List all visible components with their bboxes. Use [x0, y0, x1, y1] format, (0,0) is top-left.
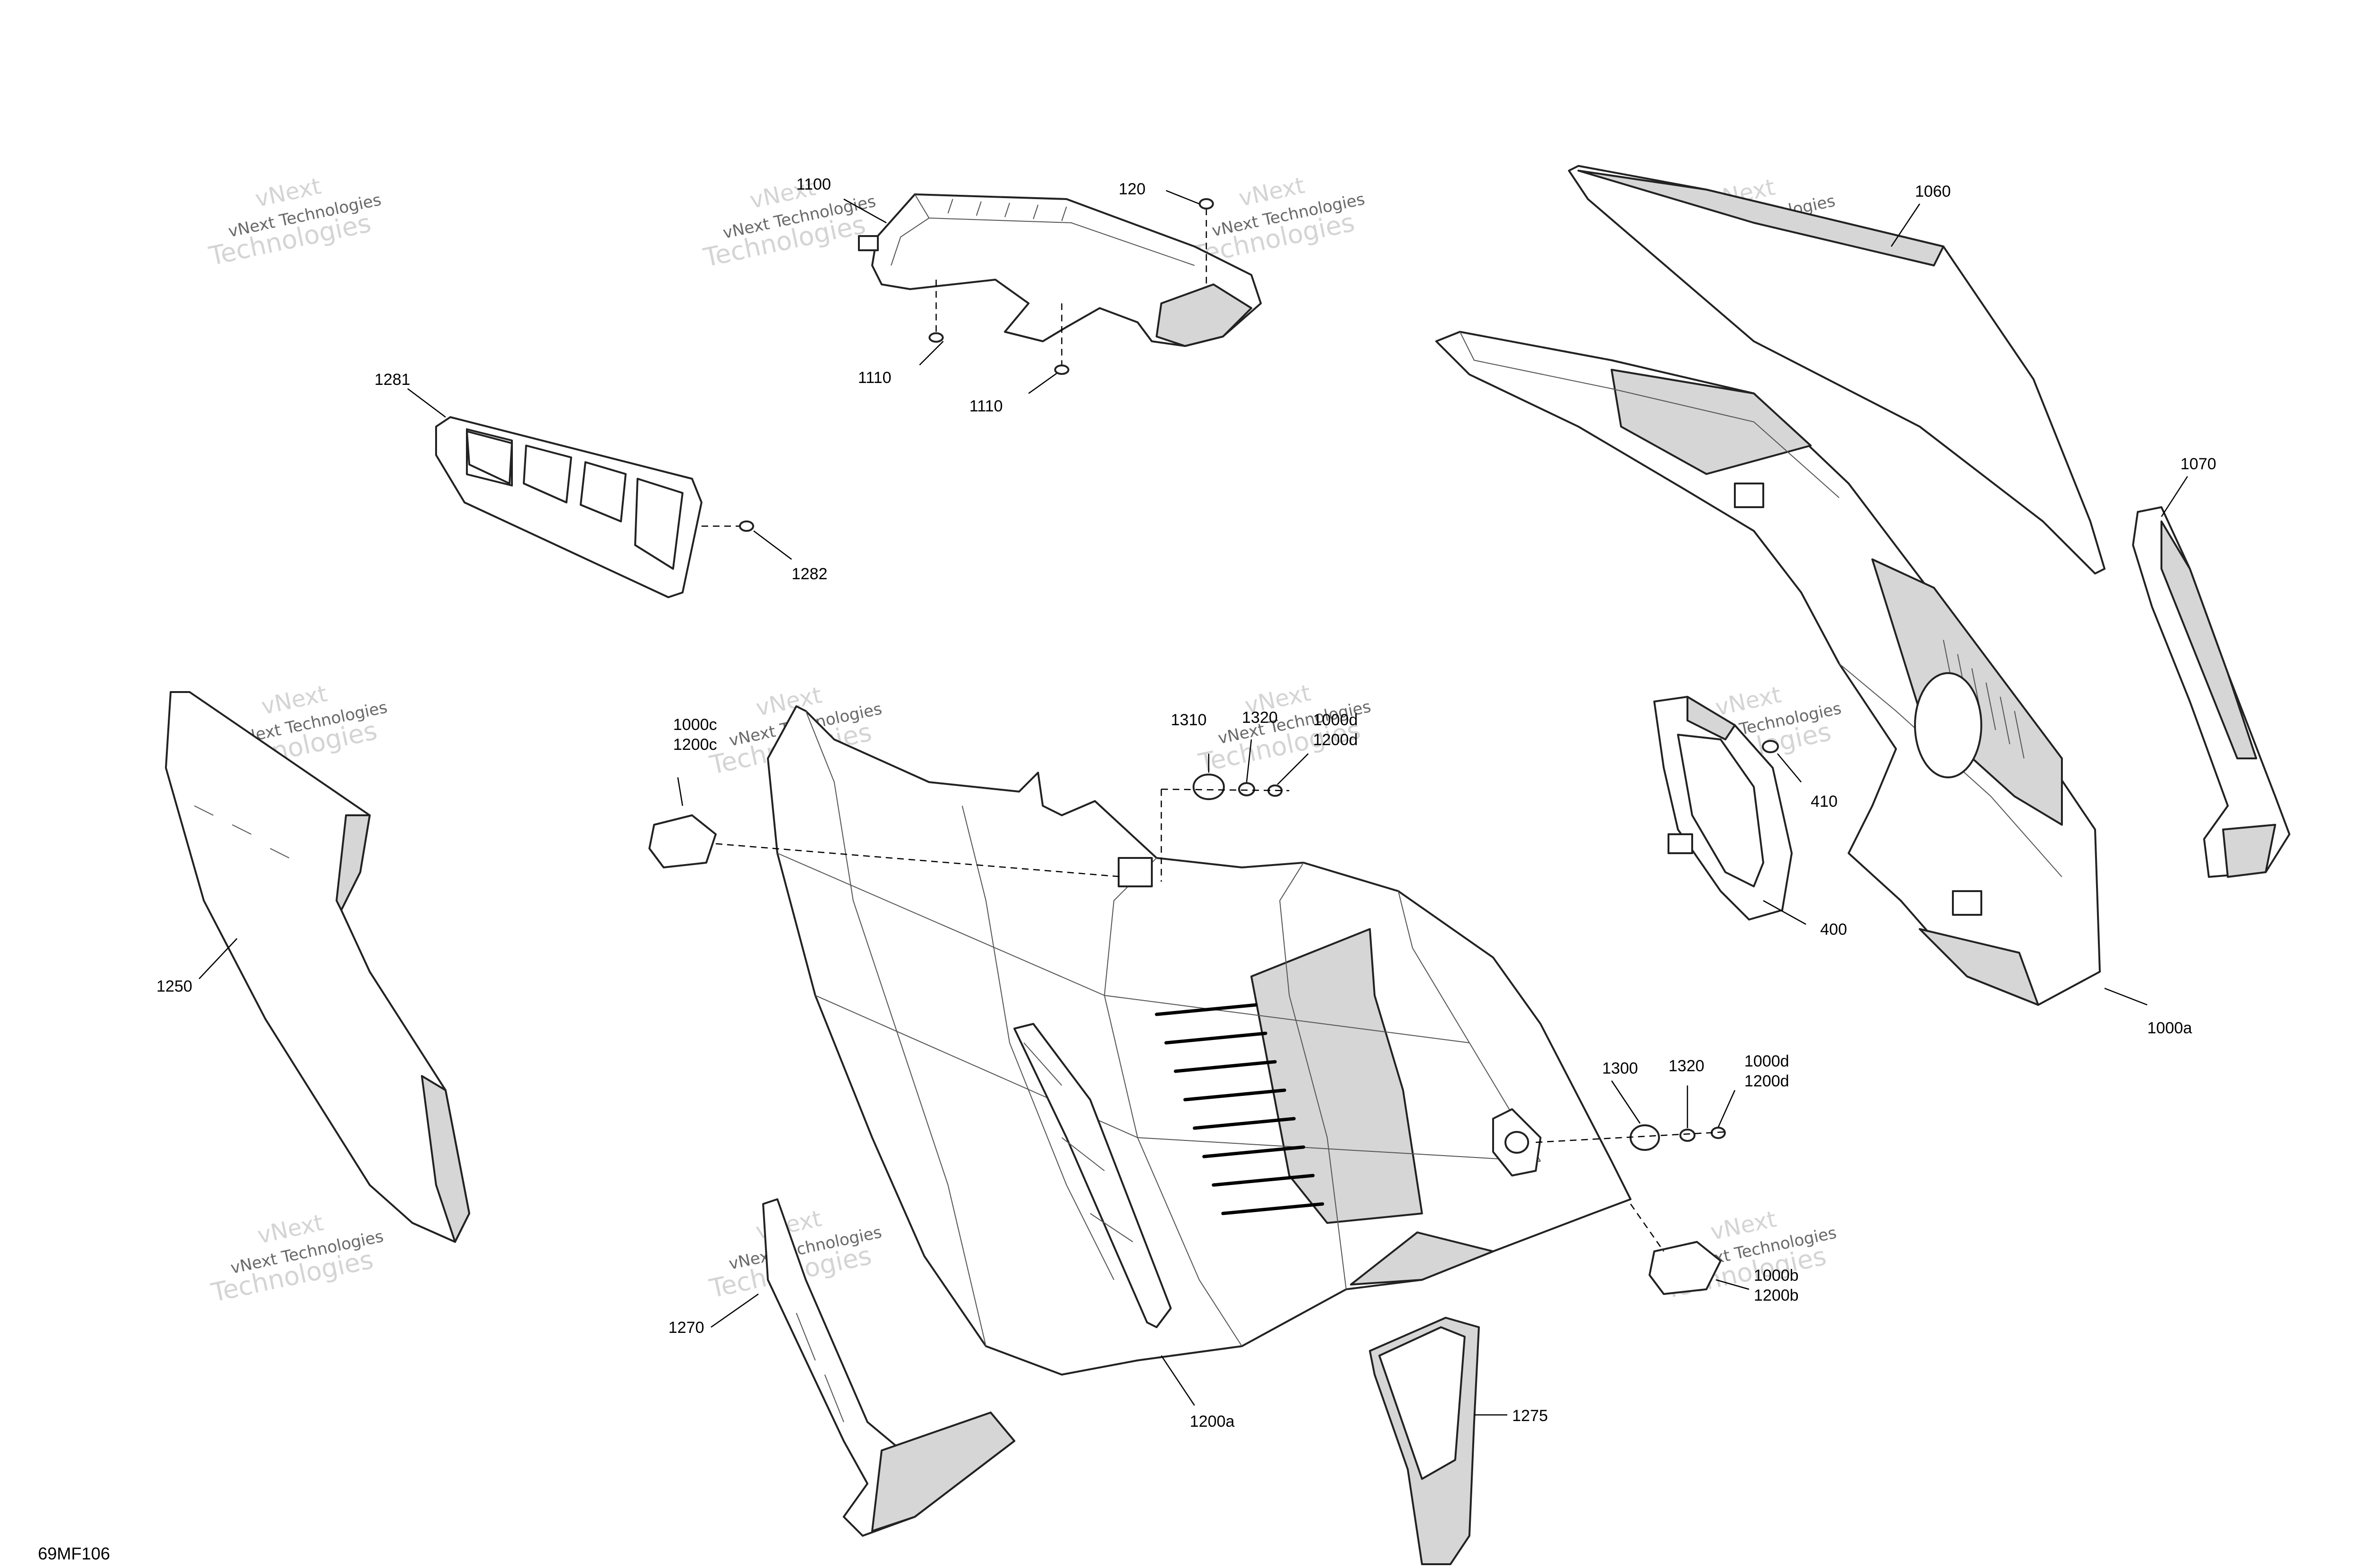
part-1000a-front-fairing	[1435, 331, 2101, 1006]
leader-lines-1000c	[677, 777, 1124, 878]
callout-1200c: 1200c	[673, 736, 717, 754]
part-1270-bracket	[762, 1198, 1015, 1537]
callout-1200a: 1200a	[1190, 1413, 1235, 1431]
callout-120: 120	[1119, 180, 1146, 198]
callout-400: 400	[1820, 921, 1847, 939]
callout-1320-b: 1320	[1668, 1057, 1705, 1075]
callout-1000d-a: 1000d	[1313, 711, 1358, 729]
callout-1282: 1282	[792, 565, 828, 583]
fastener-120	[1199, 198, 1214, 210]
callout-1200d-a: 1200d	[1313, 731, 1358, 749]
part-1310-grommet	[1193, 774, 1225, 800]
leader-lines-1000b	[1630, 1203, 1750, 1290]
part-1281-grille	[435, 416, 754, 598]
callout-1300: 1300	[1602, 1059, 1638, 1077]
watermark: vNext vNext Technologies Technologies	[208, 1209, 385, 1308]
callout-1320-a: 1320	[1242, 709, 1278, 727]
leader-lines-400-410	[1763, 753, 1806, 925]
callout-1281: 1281	[374, 371, 410, 389]
callout-410: 410	[1811, 793, 1838, 811]
callout-1000c: 1000c	[673, 716, 717, 734]
part-1100-console	[858, 193, 1262, 347]
leader-lines-1200a	[1160, 1355, 1195, 1406]
leader-lines-1000a	[2104, 987, 2148, 1006]
part-1060-windshield	[1568, 165, 2106, 574]
callout-1000d-b: 1000d	[1744, 1052, 1789, 1070]
leader-lines-1310	[1160, 739, 1309, 882]
leader-lines-1060	[1890, 203, 1921, 247]
figure-code: 69MF106	[38, 1544, 110, 1563]
part-400-headlight-frame	[1653, 696, 1793, 921]
leader-lines-1100	[843, 190, 1207, 394]
part-1070-side-panel	[2132, 506, 2290, 878]
callout-labels: 1100 120 1110 1110 1060 1281 1282 1070 1…	[156, 175, 2216, 1431]
part-1320-washer	[1238, 782, 1255, 796]
fastener-1110-a	[929, 332, 944, 343]
watermark: vNext vNext Technologies Technologies	[701, 174, 877, 273]
leader-lines-1070	[2160, 476, 2188, 517]
part-1250-left-panel	[165, 691, 470, 1243]
part-1200a-side-body	[767, 705, 1632, 1376]
part-1300-grommet	[1630, 1124, 1660, 1151]
callout-1000a: 1000a	[2147, 1019, 2192, 1037]
callout-1270: 1270	[668, 1319, 704, 1337]
callout-1250: 1250	[156, 977, 192, 995]
part-1000b-reflector	[1649, 1241, 1722, 1295]
callout-1200b: 1200b	[1754, 1286, 1799, 1304]
leader-lines-1250	[199, 938, 237, 979]
callout-1110-a: 1110	[858, 369, 892, 387]
leader-lines-1281	[407, 388, 792, 560]
leader-lines-1270	[711, 1293, 759, 1328]
callout-1310: 1310	[1171, 711, 1207, 729]
leader-lines-1300	[1535, 1080, 1736, 1143]
callout-1275: 1275	[1512, 1407, 1548, 1425]
callout-1070: 1070	[2180, 455, 2216, 473]
part-1275-panel	[1369, 1317, 1480, 1565]
watermark: vNext vNext Technologies Technologies	[206, 173, 383, 272]
part-1000c-reflector	[648, 814, 717, 868]
callout-1060: 1060	[1915, 182, 1951, 201]
callout-1000b: 1000b	[1754, 1267, 1799, 1285]
fastener-1110-b	[1054, 365, 1069, 375]
callout-1200d-b: 1200d	[1744, 1072, 1789, 1090]
callout-1110-b: 1110	[969, 397, 1003, 415]
callout-1100: 1100	[796, 175, 831, 193]
part-1320-washer-b	[1679, 1129, 1695, 1142]
fastener-410	[1762, 740, 1779, 753]
